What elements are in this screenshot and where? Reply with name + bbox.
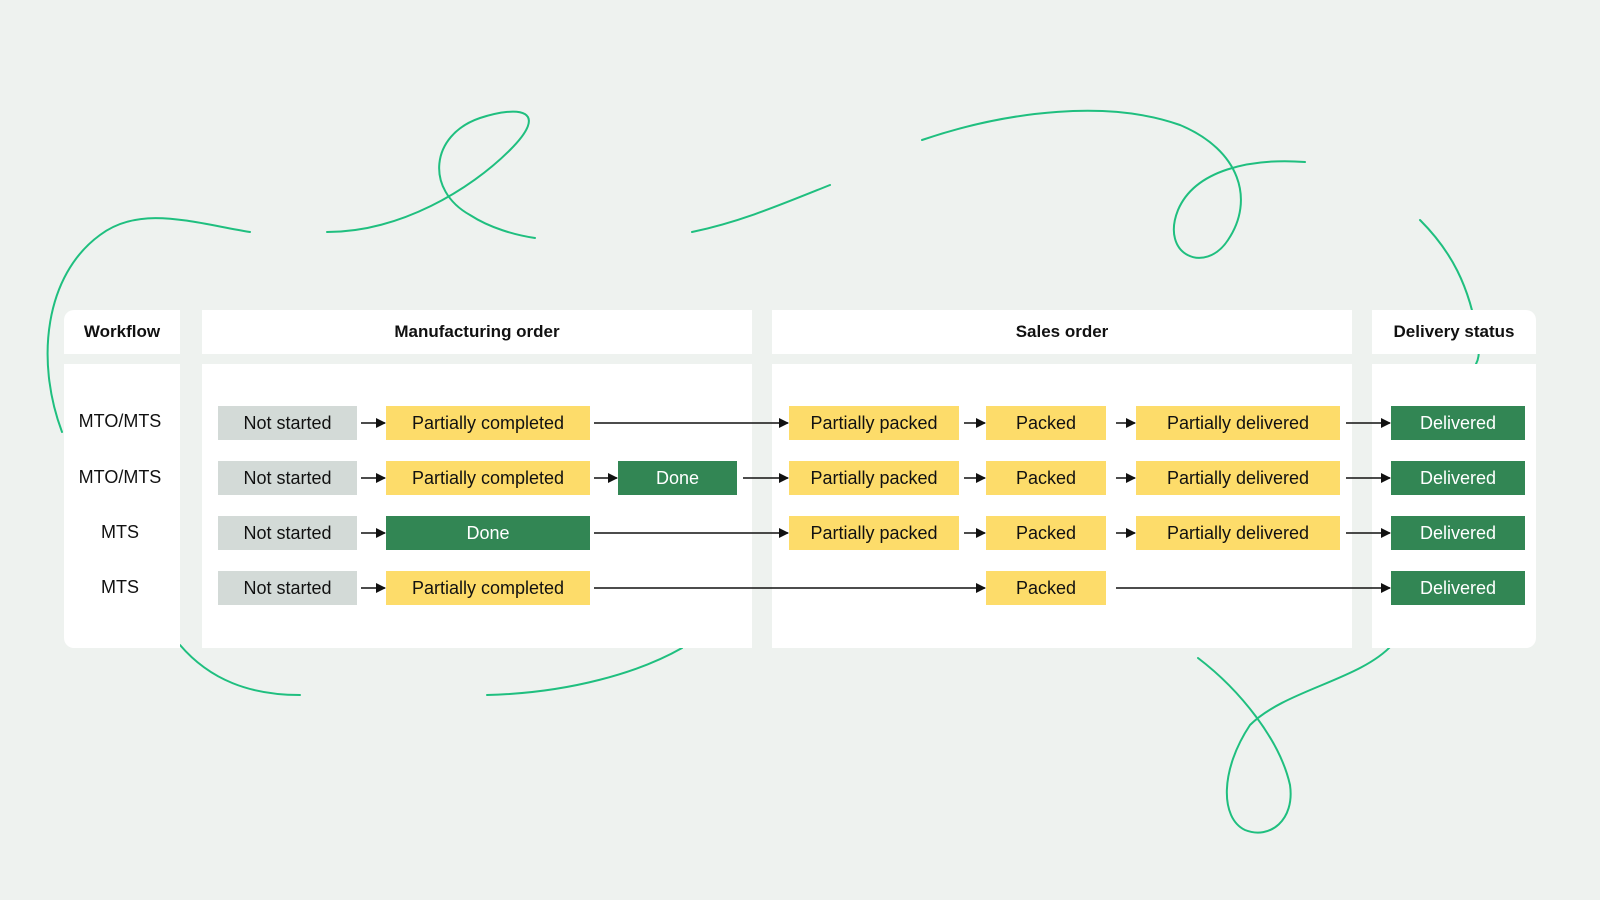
status-partially-delivered: Partially delivered xyxy=(1136,461,1340,495)
status-packed: Packed xyxy=(986,516,1106,550)
status-partially-delivered: Partially delivered xyxy=(1136,516,1340,550)
status-partially-completed: Partially completed xyxy=(386,571,590,605)
status-packed: Packed xyxy=(986,406,1106,440)
row-label: MTO/MTS xyxy=(78,411,162,431)
row-label: MTS xyxy=(101,522,139,542)
status-delivered: Delivered xyxy=(1391,571,1525,605)
row-label: MTS xyxy=(101,577,139,597)
status-partially-completed: Partially completed xyxy=(386,461,590,495)
header-workflow-label: Workflow xyxy=(83,322,161,341)
row-label: MTO/MTS xyxy=(78,467,162,487)
header-delivery-status: Delivery status xyxy=(1372,310,1536,354)
status-partially-completed: Partially completed xyxy=(386,406,590,440)
status-delivered: Delivered xyxy=(1391,516,1525,550)
status-partially-packed: Partially packed xyxy=(789,516,959,550)
header-workflow: Workflow xyxy=(64,310,180,354)
header-delivery-label: Delivery status xyxy=(1393,322,1515,341)
status-partially-packed: Partially packed xyxy=(789,461,959,495)
status-done: Done xyxy=(618,461,737,495)
status-done: Done xyxy=(386,516,590,550)
status-delivered: Delivered xyxy=(1391,461,1525,495)
status-partially-packed: Partially packed xyxy=(789,406,959,440)
status-not-started: Not started xyxy=(218,571,357,605)
status-partially-delivered: Partially delivered xyxy=(1136,406,1340,440)
status-not-started: Not started xyxy=(218,461,357,495)
header-manufacturing-order: Manufacturing order xyxy=(202,310,752,354)
header-manufacturing-label: Manufacturing order xyxy=(394,322,560,341)
header-sales-label: Sales order xyxy=(1015,322,1109,341)
header-sales-order: Sales order xyxy=(772,310,1352,354)
status-delivered: Delivered xyxy=(1391,406,1525,440)
workflow-column xyxy=(64,364,180,648)
status-packed: Packed xyxy=(986,461,1106,495)
status-not-started: Not started xyxy=(218,406,357,440)
status-not-started: Not started xyxy=(218,516,357,550)
status-packed: Packed xyxy=(986,571,1106,605)
